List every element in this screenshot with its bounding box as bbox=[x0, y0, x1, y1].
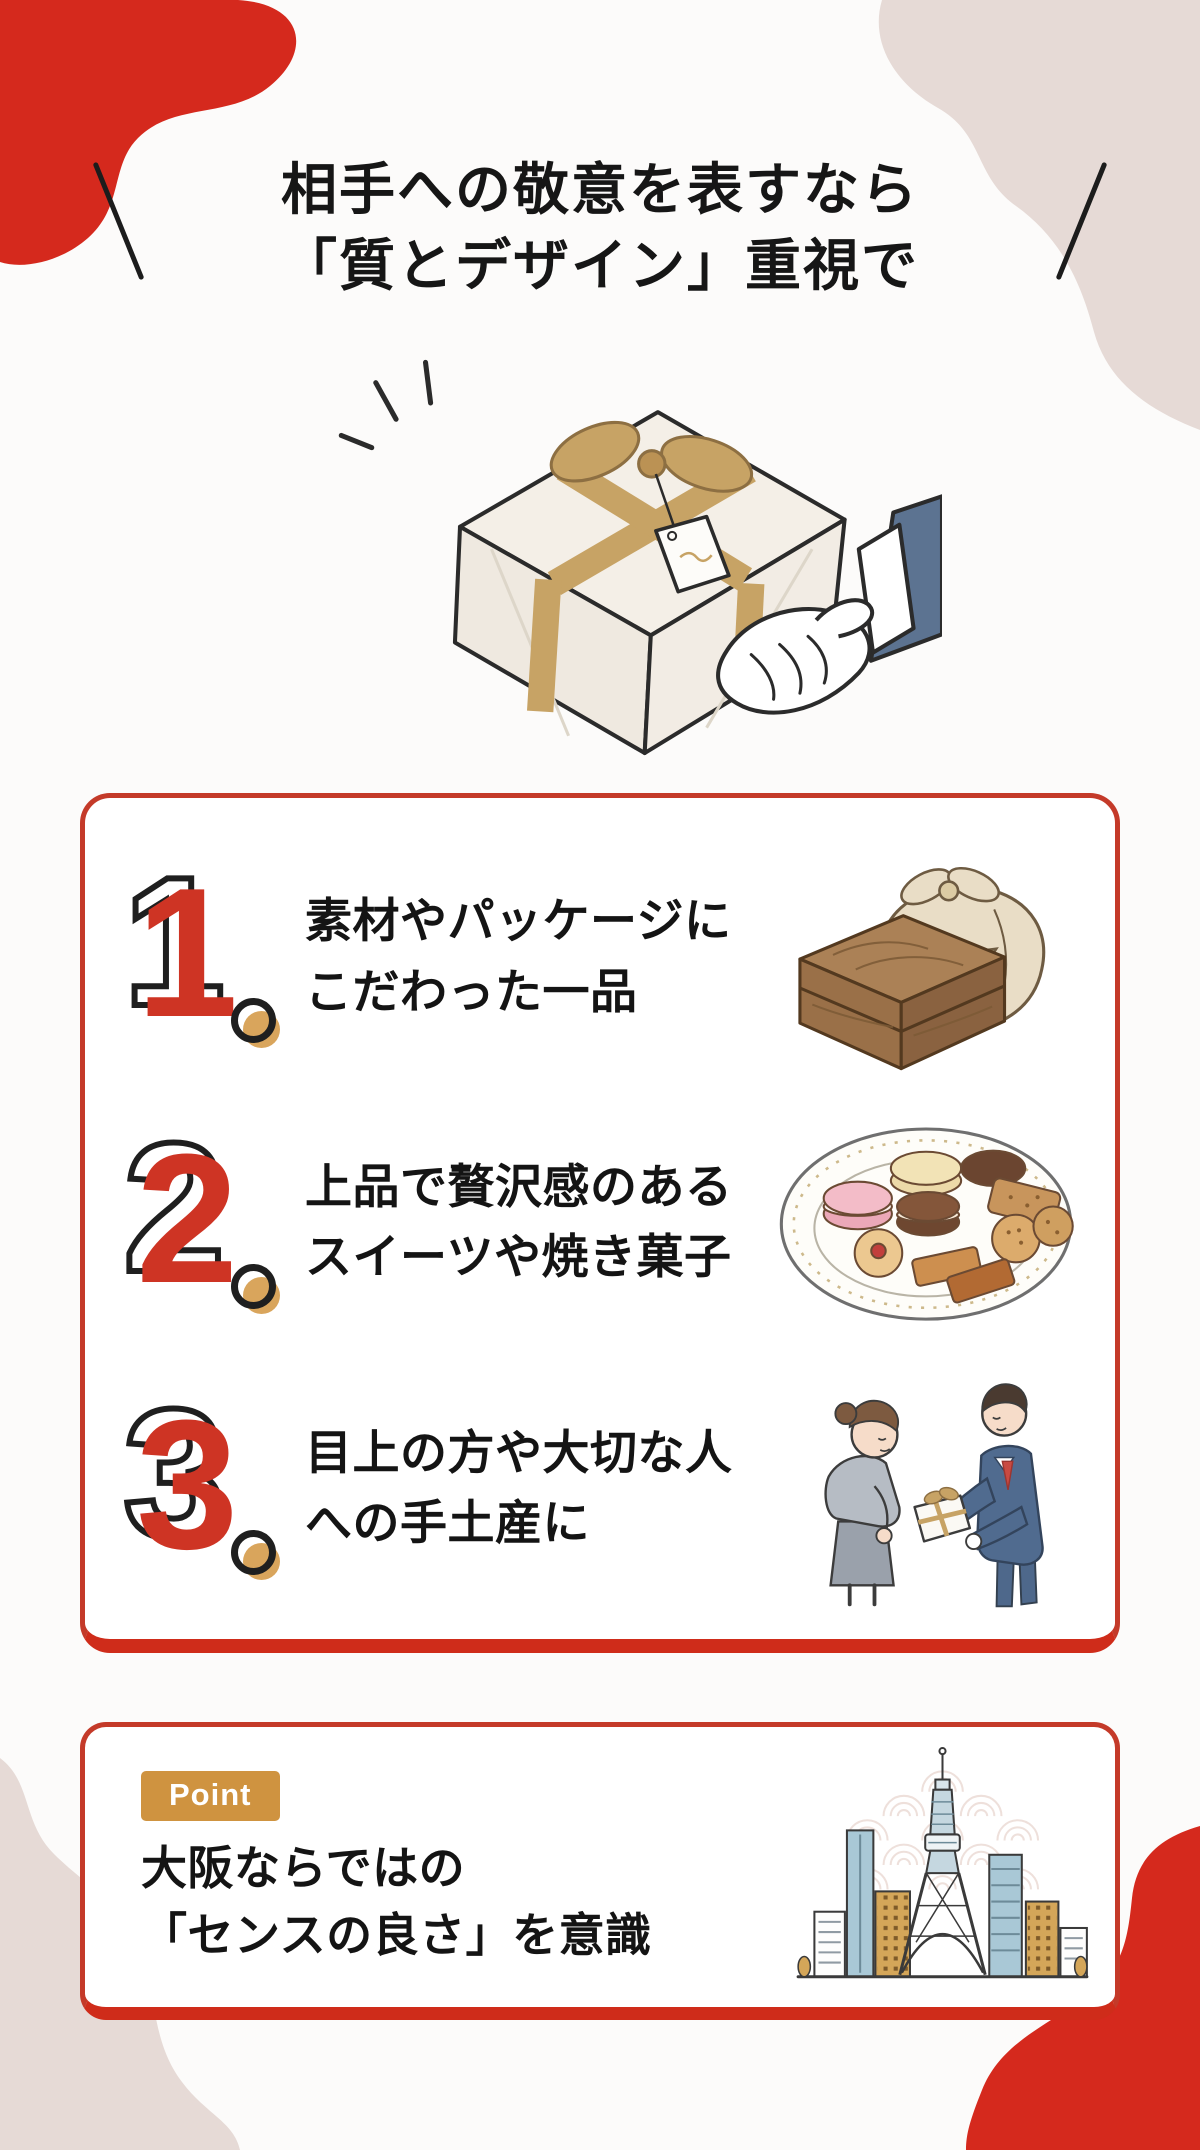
point-card: Point 大阪ならではの 「センスの良さ」を意識 bbox=[80, 1722, 1120, 2020]
top-left-red-blob bbox=[0, 0, 297, 265]
title-block: 相手への敬意を表すなら 「質とデザイン」重視で bbox=[0, 152, 1200, 304]
gift-handoff-illustration bbox=[252, 312, 945, 772]
reason-2-text: 上品で贅沢感のある スイーツや焼き菓子 bbox=[305, 1159, 733, 1284]
reason-3-number: 3 3 bbox=[120, 1378, 305, 1596]
reason-row-2: 2 2 上品で贅沢感のある スイーツや焼き菓子 bbox=[120, 1096, 1091, 1348]
reason-2-number: 2 2 bbox=[120, 1112, 305, 1330]
reasons-card: 1 1 素材やパッケージに こだわった一品 bbox=[80, 793, 1120, 1653]
number-period-dot bbox=[231, 998, 283, 1050]
sweets-plate-illustration bbox=[761, 1096, 1091, 1348]
wooden-box-furoshiki-illustration bbox=[761, 831, 1091, 1083]
reason-row-1: 1 1 素材やパッケージに こだわった一品 bbox=[120, 831, 1091, 1083]
page-title-line-1: 相手への敬意を表すなら bbox=[281, 158, 919, 221]
page-title: 相手への敬意を表すなら 「質とデザイン」重視で bbox=[0, 152, 1200, 304]
osaka-cityscape-illustration bbox=[790, 1737, 1095, 1999]
number-period-dot bbox=[231, 1263, 283, 1316]
reason-row-3: 3 3 目上の方や大切な人 への手土産に bbox=[120, 1362, 1091, 1614]
reason-1-text: 素材やパッケージに こだわった一品 bbox=[305, 894, 732, 1018]
bottom-right-red-blob bbox=[966, 1826, 1200, 2150]
sparkle-lines bbox=[338, 359, 434, 451]
point-badge: Point bbox=[141, 1771, 280, 1821]
page-title-line-2: 「質とデザイン」重視で bbox=[281, 234, 919, 298]
point-text: 大阪ならではの 「センスの良さ」を意識 bbox=[141, 1842, 652, 1961]
gift-exchange-people-illustration bbox=[761, 1362, 1091, 1614]
reason-3-text: 目上の方や大切な人 への手土産に bbox=[305, 1425, 733, 1550]
number-period-dot bbox=[231, 1529, 283, 1582]
reason-1-number: 1 1 bbox=[120, 846, 305, 1064]
top-right-pink-blob bbox=[878, 0, 1200, 430]
